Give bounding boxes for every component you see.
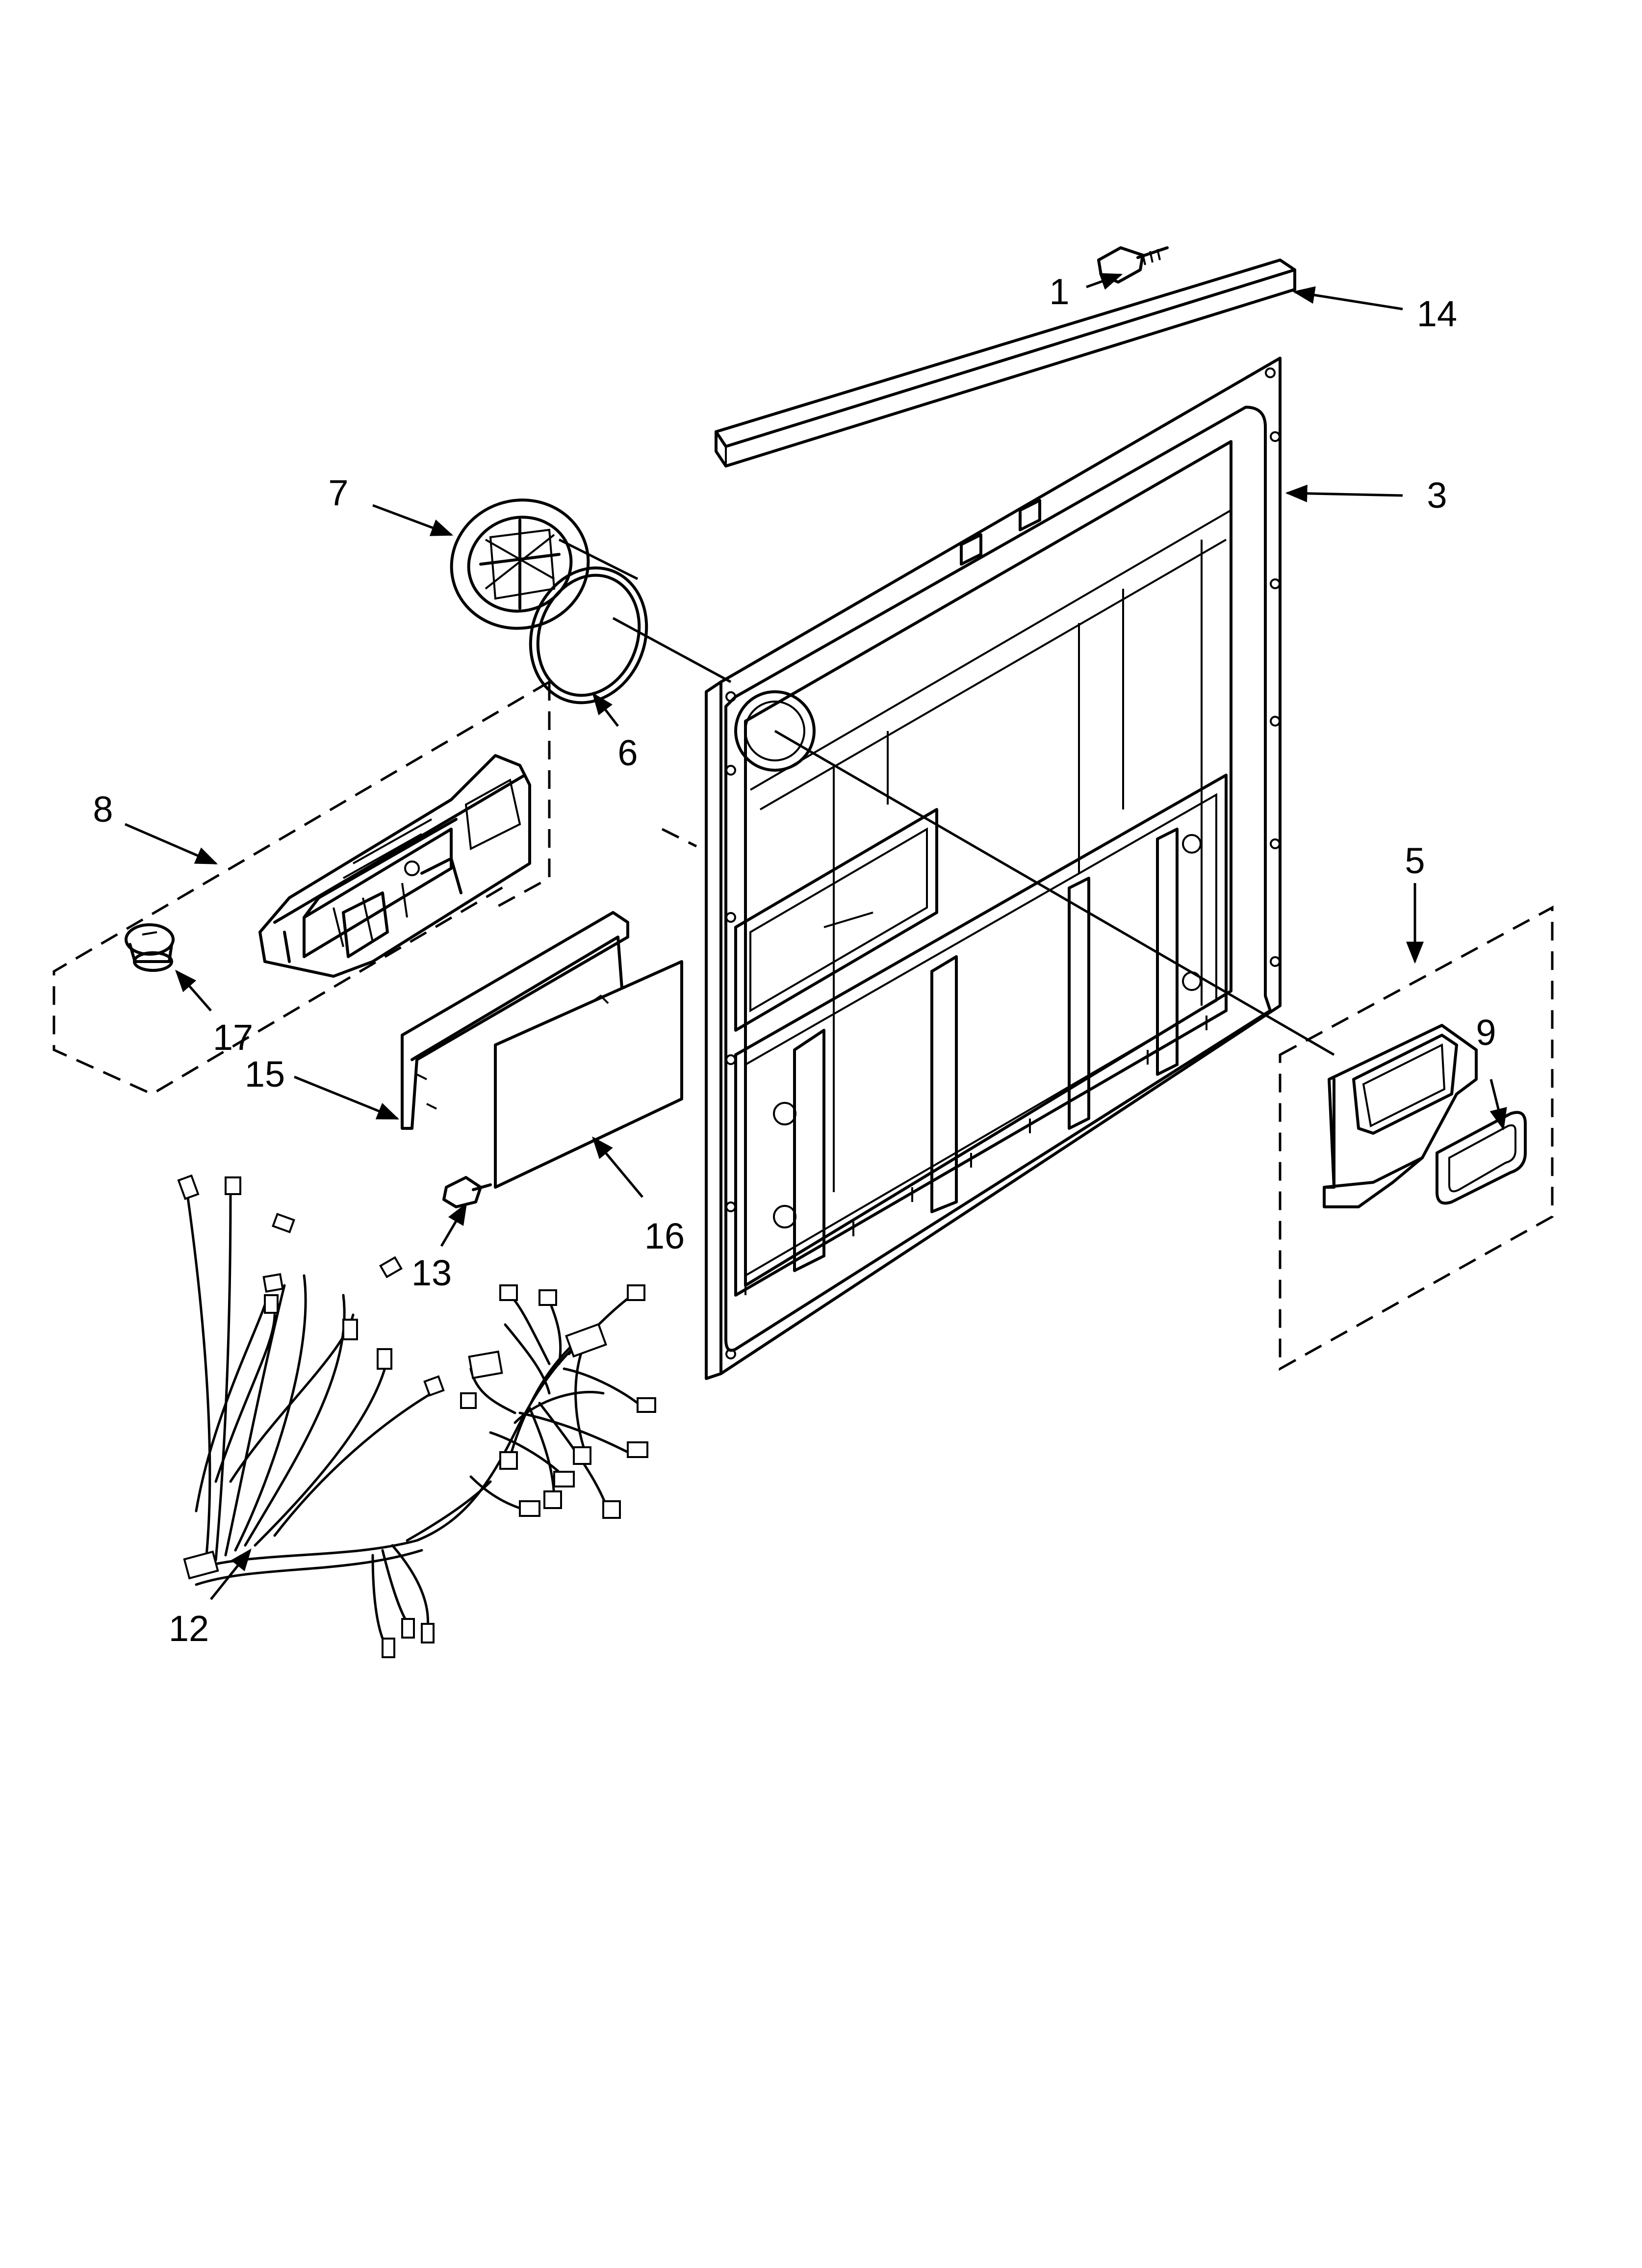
vent-alignment-line xyxy=(558,538,639,580)
callout-16: 16 xyxy=(644,1216,685,1256)
rinse-aid-cap xyxy=(125,923,175,972)
callout-1: 1 xyxy=(1049,271,1069,312)
callout-15: 15 xyxy=(245,1054,285,1095)
vent-duct-seal xyxy=(1436,1111,1527,1205)
callout-3: 3 xyxy=(1427,475,1447,516)
vent-duct-alignment-line xyxy=(774,730,1335,1056)
callout-6: 6 xyxy=(617,732,638,773)
control-board-bracket xyxy=(401,911,629,1130)
vent-gasket xyxy=(529,566,648,704)
callout-9: 9 xyxy=(1476,1012,1496,1053)
wire-harness xyxy=(177,1174,656,1658)
dispenser-assembly xyxy=(258,754,531,978)
vent-alignment-line-2 xyxy=(612,617,732,683)
vent-duct-assembly xyxy=(1323,1024,1478,1208)
leader-lines xyxy=(125,273,1507,1600)
panel-screw-holes xyxy=(725,367,1281,1359)
vent-grille xyxy=(450,498,590,630)
door-inner-panel xyxy=(705,357,1282,1380)
callout-17: 17 xyxy=(213,1017,253,1058)
callout-labels: 1 3 5 6 7 8 9 12 13 14 15 16 17 xyxy=(93,271,1496,1649)
callout-12: 12 xyxy=(169,1608,209,1649)
callout-13: 13 xyxy=(411,1252,452,1293)
assembly-group-5-outline xyxy=(1279,905,1554,1371)
assembly-group-8-outline xyxy=(52,680,697,1095)
door-top-rail xyxy=(715,259,1296,468)
control-board-cover xyxy=(494,960,683,1189)
board-screw xyxy=(442,1176,492,1208)
callout-14: 14 xyxy=(1417,293,1457,334)
callout-8: 8 xyxy=(93,789,113,830)
callout-5: 5 xyxy=(1405,840,1425,881)
top-screw xyxy=(1097,246,1169,284)
callout-7: 7 xyxy=(328,472,348,513)
